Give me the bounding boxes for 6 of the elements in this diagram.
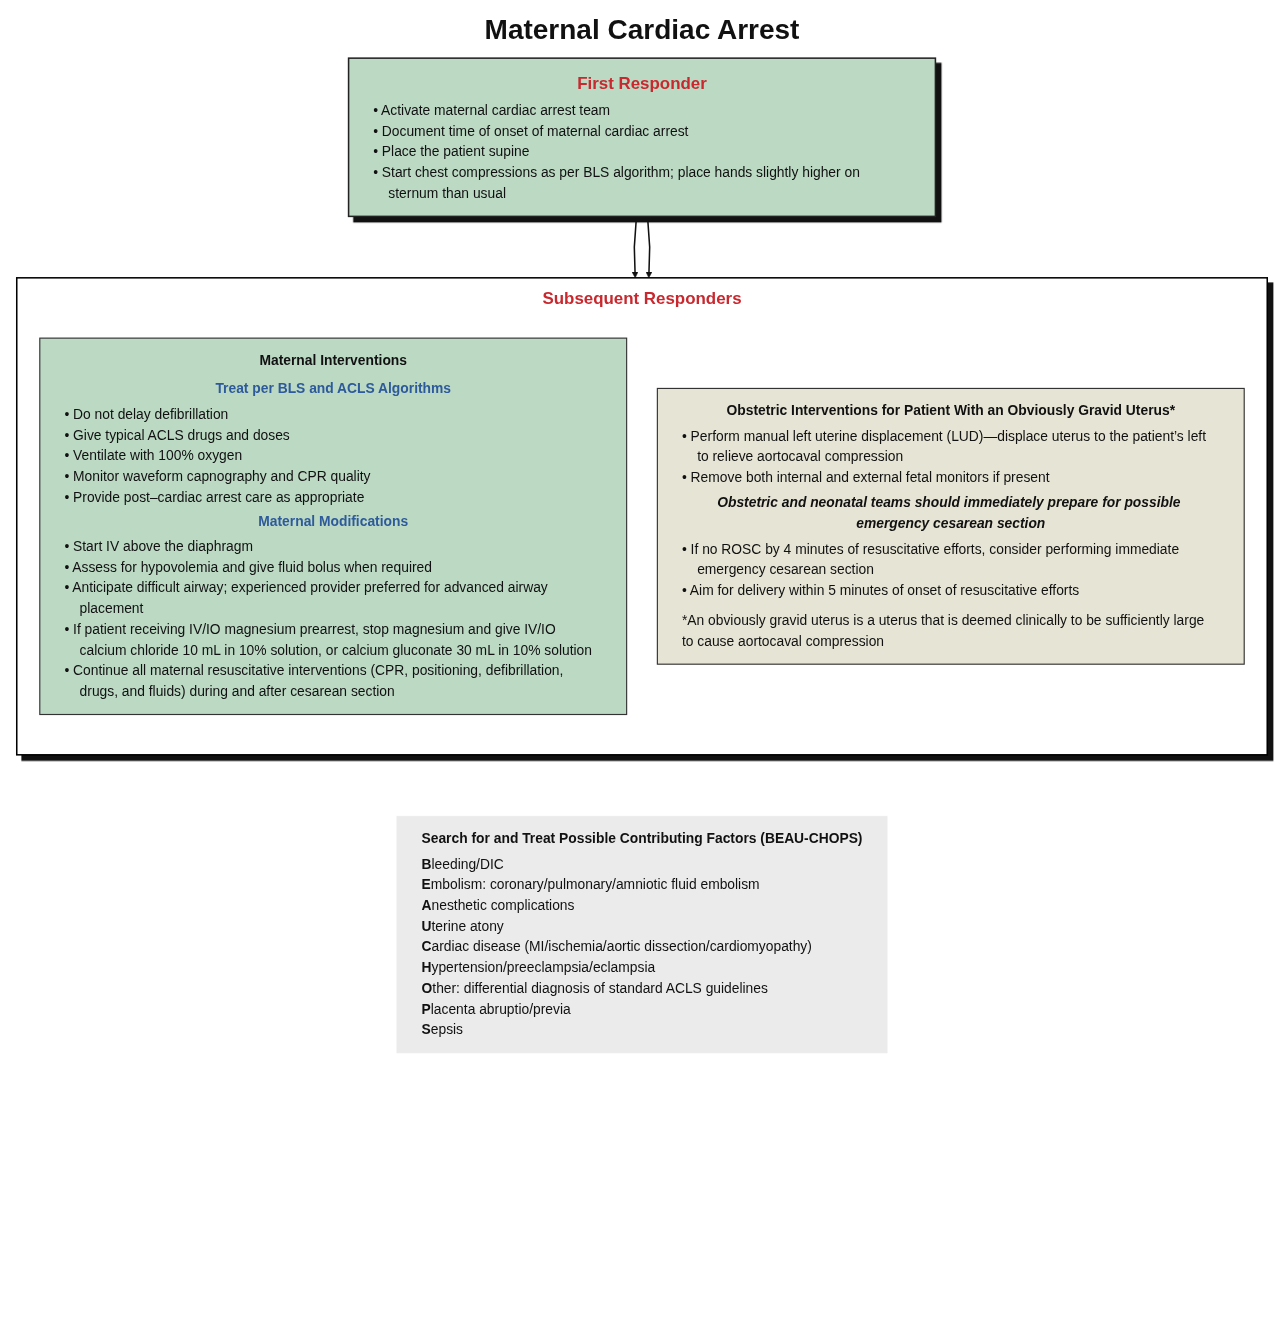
node-box: First Responder • Activate maternal cardiac arrest team • Document time of onset of maternal cardiac arrest • Place the patient supine • Start chest compressions as per BLS algorithm; place hands slightly higher on sternum than usual: [347, 57, 937, 218]
node-box: Obstetric Interventions for Patient With an Obviously Gravid Uterus* • Perform manual left uterine displacement (LUD)—displace uterus to the patient’s left to relieve aortocaval compression • Remove both internal and external fetal monitors if present Obstetric and neonatal teams should immediately prepare for possible emergency cesarean section • If no ROSC by 4 minutes of resuscitative efforts, consider performing immediate emergency cesarean section • Aim for delivery within 5 minutes of onset of resuscitative efforts *An obviously gravid uterus is a uterus that is deemed clinically to be sufficiently large to cause aortocaval compression: [656, 387, 1245, 665]
diagram-title: Maternal Cardiac Arrest: [483, 14, 801, 46]
arrow: [631, 215, 639, 279]
arrow: [645, 215, 653, 279]
node-box: Maternal Interventions Treat per BLS and ACLS Algorithms • Do not delay defibrillation • Give typical ACLS drugs and doses • Ventilate with 100% oxygen • Monitor waveform capnography and CPR quality • Provide post–cardiac arrest care as appropriate Maternal Modifications • Start IV above the diaphragm • Assess for hypovolemia and give fluid bolus when required • Anticipate difficult airway; experienced provider preferred for advanced airway placement • If patient receiving IV/IO magnesium prearrest, stop magnesium and give IV/IO calcium chloride 10 mL in 10% solution, or calcium gluconate 30 mL in 10% solution • Continue all maternal resuscitative interventions (CPR, positioning, defibrillation, drugs, and fluids) during and after cesarean section: [39, 337, 628, 716]
